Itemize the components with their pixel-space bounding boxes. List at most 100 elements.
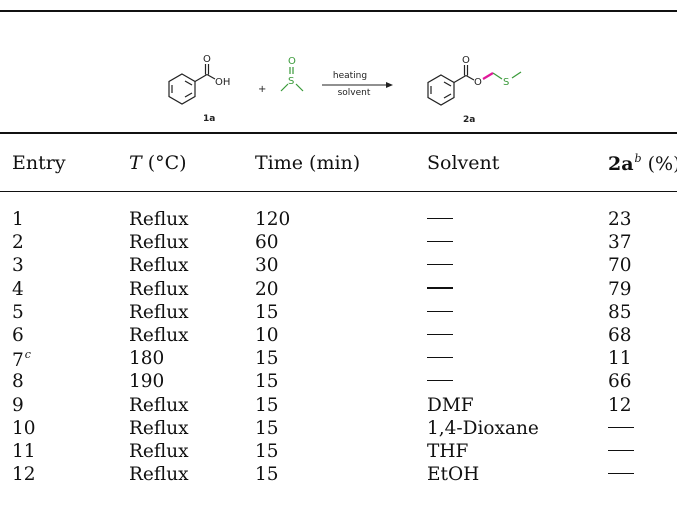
em-dash: — bbox=[608, 472, 634, 475]
temperature-cell: Reflux bbox=[129, 464, 189, 485]
table-row: 4 Reflux 20 — 79 bbox=[0, 279, 677, 302]
yield-cell-text: 37 bbox=[608, 232, 632, 254]
entry-cell: 4 bbox=[12, 279, 24, 300]
em-dash: — bbox=[427, 380, 453, 382]
time-cell: 15 bbox=[255, 348, 279, 369]
arrow-top-label: heating bbox=[333, 71, 367, 81]
solvent-cell: — bbox=[427, 232, 453, 253]
temperature-cell: Reflux bbox=[129, 279, 189, 300]
yield-cell-text: 85 bbox=[608, 301, 632, 323]
time-cell-text: 15 bbox=[255, 464, 279, 486]
solvent-cell: DMF bbox=[427, 395, 474, 416]
entry-cell: 6 bbox=[12, 325, 24, 346]
product-s-label: S bbox=[503, 77, 509, 88]
solvent-cell: — bbox=[427, 325, 453, 346]
header-top-rule bbox=[0, 132, 677, 134]
product-structure bbox=[427, 65, 475, 106]
yield-cell: — bbox=[608, 418, 634, 439]
time-cell: 15 bbox=[255, 395, 279, 416]
entry-cell: 10 bbox=[12, 418, 36, 439]
em-dash: — bbox=[427, 287, 453, 289]
entry-footnote: c bbox=[24, 348, 31, 362]
solvent-cell-text: THF bbox=[427, 441, 469, 462]
yield-cell: 85 bbox=[608, 302, 632, 323]
table-row: 7c 180 15 — 11 bbox=[0, 348, 677, 371]
yield-cell-text: 11 bbox=[608, 348, 632, 370]
reactant-carbonyl-o: O bbox=[203, 54, 211, 65]
time-cell: 15 bbox=[255, 302, 279, 323]
temperature-cell: 190 bbox=[129, 371, 164, 392]
header-solvent: Solvent bbox=[427, 152, 500, 174]
temperature-cell: Reflux bbox=[129, 325, 189, 346]
header-temp-var: T bbox=[129, 152, 142, 174]
product-ester-o: O bbox=[474, 77, 482, 88]
yield-cell-text: 79 bbox=[608, 278, 632, 300]
entry-cell: 7c bbox=[12, 348, 31, 371]
temperature-cell-text: Reflux bbox=[129, 325, 189, 346]
product-label: 2a bbox=[463, 115, 475, 125]
solvent-cell: — bbox=[427, 279, 453, 300]
time-cell-text: 120 bbox=[255, 209, 291, 230]
time-cell: 15 bbox=[255, 371, 279, 392]
temperature-cell: Reflux bbox=[129, 209, 189, 230]
yield-cell-text: 23 bbox=[608, 209, 632, 230]
dmso-s-label: S bbox=[288, 76, 294, 87]
header-temp-unit: (°C) bbox=[141, 152, 187, 174]
temperature-cell-text: Reflux bbox=[129, 394, 189, 416]
yield-cell: 11 bbox=[608, 348, 632, 369]
temperature-cell: Reflux bbox=[129, 232, 189, 253]
entry-cell-text: 9 bbox=[12, 394, 24, 416]
temperature-cell-text: Reflux bbox=[129, 301, 189, 323]
temperature-cell-text: 180 bbox=[129, 348, 165, 370]
time-cell: 15 bbox=[255, 464, 279, 485]
table-row: 11 Reflux 15 THF — bbox=[0, 441, 677, 464]
time-cell: 20 bbox=[255, 279, 279, 300]
temperature-cell-text: 190 bbox=[129, 371, 165, 393]
time-cell-text: 15 bbox=[255, 441, 279, 462]
entry-cell-text: 8 bbox=[12, 371, 24, 393]
solvent-cell-text: DMF bbox=[427, 394, 474, 416]
yield-cell: 70 bbox=[608, 255, 632, 276]
temperature-cell: Reflux bbox=[129, 255, 189, 276]
new-bond bbox=[482, 72, 494, 80]
em-dash: — bbox=[608, 449, 634, 451]
em-dash: — bbox=[427, 333, 453, 335]
temperature-cell-text: Reflux bbox=[129, 417, 189, 439]
yield-cell-text: 68 bbox=[608, 325, 632, 346]
header-yield-compound: 2a bbox=[608, 153, 634, 175]
table-row: 2 Reflux 60 — 37 bbox=[0, 232, 677, 255]
entry-cell-text: 3 bbox=[12, 255, 24, 277]
header-temperature: T (°C) bbox=[129, 152, 187, 174]
benzoic-acid-structure bbox=[168, 64, 216, 105]
product-carbonyl-o: O bbox=[462, 55, 470, 66]
temperature-cell-text: Reflux bbox=[129, 278, 189, 300]
entry-cell: 11 bbox=[12, 441, 36, 462]
time-cell-text: 20 bbox=[255, 278, 279, 300]
time-cell: 15 bbox=[255, 418, 279, 439]
solvent-cell: — bbox=[427, 371, 453, 392]
em-dash: — bbox=[608, 426, 634, 428]
header-time: Time (min) bbox=[255, 152, 361, 174]
yield-cell: — bbox=[608, 464, 634, 485]
temperature-cell: Reflux bbox=[129, 395, 189, 416]
time-cell: 60 bbox=[255, 232, 279, 253]
temperature-cell-text: Reflux bbox=[129, 232, 189, 254]
time-cell: 15 bbox=[255, 441, 279, 462]
entry-cell-text: 4 bbox=[12, 278, 24, 300]
time-cell-text: 15 bbox=[255, 301, 279, 323]
entry-cell-text: 2 bbox=[12, 232, 24, 254]
entry-cell: 12 bbox=[12, 464, 36, 485]
temperature-cell-text: Reflux bbox=[129, 441, 189, 462]
time-cell: 120 bbox=[255, 209, 290, 230]
entry-cell-text: 6 bbox=[12, 325, 24, 346]
reactant-label: 1a bbox=[203, 114, 215, 124]
em-dash: — bbox=[427, 356, 453, 359]
time-cell-text: 15 bbox=[255, 371, 279, 393]
solvent-cell: — bbox=[427, 348, 453, 369]
